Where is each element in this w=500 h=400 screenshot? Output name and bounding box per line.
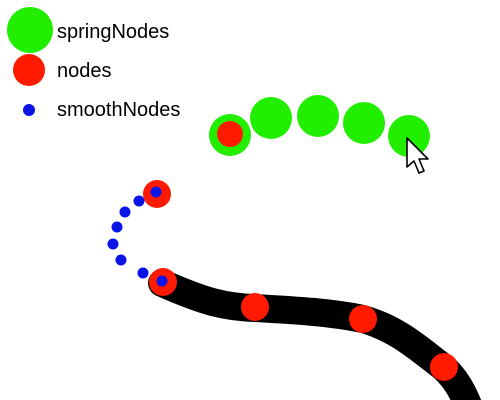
legend-item-spring-nodes: springNodes bbox=[7, 7, 169, 53]
drawn-stroke-path bbox=[148, 269, 481, 400]
smooth-node bbox=[119, 206, 131, 218]
legend-label-spring-nodes: springNodes bbox=[57, 21, 169, 43]
legend-label-smooth-nodes: smoothNodes bbox=[57, 99, 180, 121]
mouse-pointer-arrow-icon bbox=[406, 137, 429, 174]
legend-item-nodes: nodes bbox=[13, 54, 112, 86]
spring-node[interactable] bbox=[343, 102, 385, 144]
node[interactable] bbox=[217, 121, 243, 147]
smooth-node bbox=[137, 267, 149, 279]
smooth-node bbox=[115, 254, 127, 266]
smooth-node bbox=[133, 195, 145, 207]
smooth-node bbox=[111, 221, 123, 233]
smooth-node-swatch bbox=[23, 104, 35, 116]
smooth-node bbox=[107, 238, 119, 250]
spring-nodes-group bbox=[209, 95, 430, 157]
node[interactable] bbox=[430, 353, 458, 381]
node[interactable] bbox=[349, 305, 377, 333]
spring-node[interactable] bbox=[297, 95, 339, 137]
smooth-node bbox=[156, 275, 168, 287]
legend: springNodes nodes smoothNodes bbox=[7, 7, 180, 121]
node[interactable] bbox=[241, 293, 269, 321]
smooth-node bbox=[150, 186, 162, 198]
spring-node[interactable] bbox=[250, 97, 292, 139]
legend-item-smooth-nodes: smoothNodes bbox=[23, 99, 180, 121]
spring-node[interactable] bbox=[388, 115, 430, 157]
smooth-nodes-group bbox=[107, 186, 168, 287]
legend-label-nodes: nodes bbox=[57, 60, 112, 82]
spring-node-swatch bbox=[7, 7, 53, 53]
node-swatch bbox=[13, 54, 45, 86]
